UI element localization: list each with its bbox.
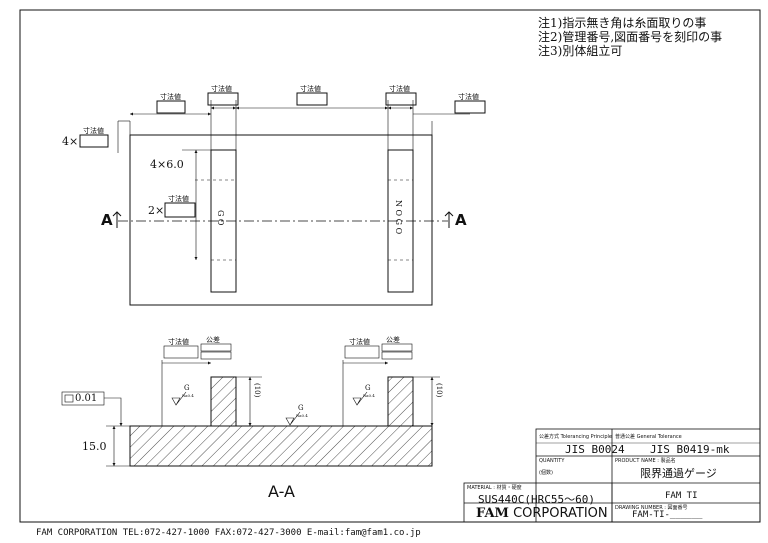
flatness-value: 0.01 [75,393,98,404]
go-mark: G O [216,210,225,226]
note-2: 注2)管理番号,図面番号を刻印の事 [538,30,723,44]
footer-contact: FAM CORPORATION TEL:072-427-1000 FAX:072… [36,528,421,538]
nogo-mark: N O G O [394,200,403,235]
qty-2: 2× [148,204,165,217]
section-arrows [112,211,454,228]
drawing-no-label: DRAWING NUMBER : 図面番号 [615,505,688,511]
sec-dim-label-1: 寸法値 [168,338,189,346]
plan-view [79,92,486,306]
nogo-block-section [387,376,414,427]
title-block [463,428,761,523]
dim-label-2: 寸法値 [211,85,232,93]
roughness-3: Ra0.4 [363,393,375,398]
section-view [61,343,440,467]
roughness-2: Ra0.4 [296,413,308,418]
plate-outline [129,134,433,306]
dim-label-5: 寸法値 [458,93,479,101]
dim-label-4: 寸法値 [389,85,410,93]
base-section [129,425,433,467]
quantity-value: (個数) [539,470,553,476]
product-value: 限界通過ゲージ [640,467,717,480]
section-view-label: A-A [268,482,295,501]
note-3: 注3)別体組立可 [538,44,623,58]
section-a-left: A [101,211,113,229]
dim-label-1: 寸法値 [160,93,181,101]
company-name: FAM CORPORATION [476,506,608,521]
section-a-right: A [455,211,467,229]
sec-dim-label-2: 寸法値 [349,338,370,346]
material-value: SUS440C(HRC55～60) [478,493,595,506]
finish-g-2: G [298,404,304,412]
height-dim-2: (10) [435,383,443,398]
company-name-bold: FAM [476,506,509,521]
tol-principle-label: 公差方式 Tolerancing Principle [539,434,612,440]
customer-value: FAM TI [665,491,698,501]
thickness-dim: 15.0 [82,440,107,453]
go-block-section [210,376,237,427]
tol-principle-value: JIS B0024 [565,443,625,456]
note-1: 注1)指示無き角は糸面取りの事 [538,16,707,30]
height-dim-1: (10) [253,383,261,398]
gen-tol-value: JIS B0419-mk [650,443,730,456]
drawing-no-value: FAM-TI-______ [632,510,703,520]
roughness-1: Ra0.4 [182,393,194,398]
quantity-label: QUANTITY [539,458,565,464]
sec-tol-label-2: 公差 [386,336,400,344]
finish-g-1: G [184,384,190,392]
finish-g-3: G [365,384,371,392]
material-label: MATERIAL : 材質・硬度 [467,485,522,491]
pitch-dim: 4×6.0 [150,158,184,171]
company-name-rest: CORPORATION [508,506,608,521]
sheet-border [19,9,761,523]
dim-label-7: 寸法値 [168,195,189,203]
sec-tol-label-1: 公差 [206,336,220,344]
gen-tol-label: 普通公差 General Tolerance [615,434,682,440]
dim-label-6: 寸法値 [83,127,104,135]
product-label: PRODUCT NAME : 製品名 [615,458,676,464]
qty-4: 4× [62,135,79,148]
dim-label-3: 寸法値 [300,85,321,93]
